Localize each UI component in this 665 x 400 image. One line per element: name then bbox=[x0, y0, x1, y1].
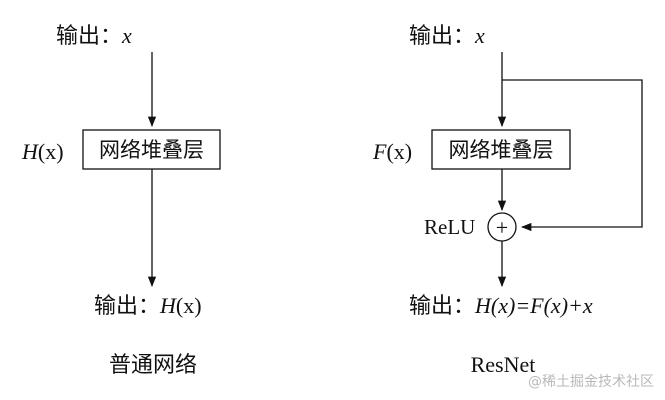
right-stacked-layers-label: 网络堆叠层 bbox=[449, 138, 554, 162]
right-side-function-label: F(x) bbox=[372, 139, 412, 164]
resnet-diagram: 输出：x F(x) 网络堆叠层 ReLU + 输出：H(x)=F(x)+x Re… bbox=[372, 23, 643, 377]
left-top-output-label: 输出：x bbox=[56, 23, 132, 48]
right-top-output-label: 输出：x bbox=[409, 23, 485, 48]
right-caption: ResNet bbox=[471, 352, 536, 377]
right-bottom-output-label: 输出：H(x)=F(x)+x bbox=[409, 293, 593, 318]
watermark: @稀土掘金技术社区 bbox=[528, 374, 654, 390]
skip-connection-arrow bbox=[502, 79, 643, 232]
left-bottom-output-label: 输出：H(x) bbox=[94, 293, 202, 318]
left-side-function-label: H(x) bbox=[21, 139, 64, 164]
relu-label: ReLU bbox=[424, 215, 475, 239]
sum-node-plus: + bbox=[496, 215, 508, 240]
plain-network-diagram: 输出：x H(x) 网络堆叠层 输出：H(x) 普通网络 bbox=[21, 23, 221, 377]
left-stacked-layers-label: 网络堆叠层 bbox=[99, 138, 204, 162]
left-caption: 普通网络 bbox=[109, 352, 197, 377]
right-stacked-layers-box bbox=[431, 129, 571, 170]
